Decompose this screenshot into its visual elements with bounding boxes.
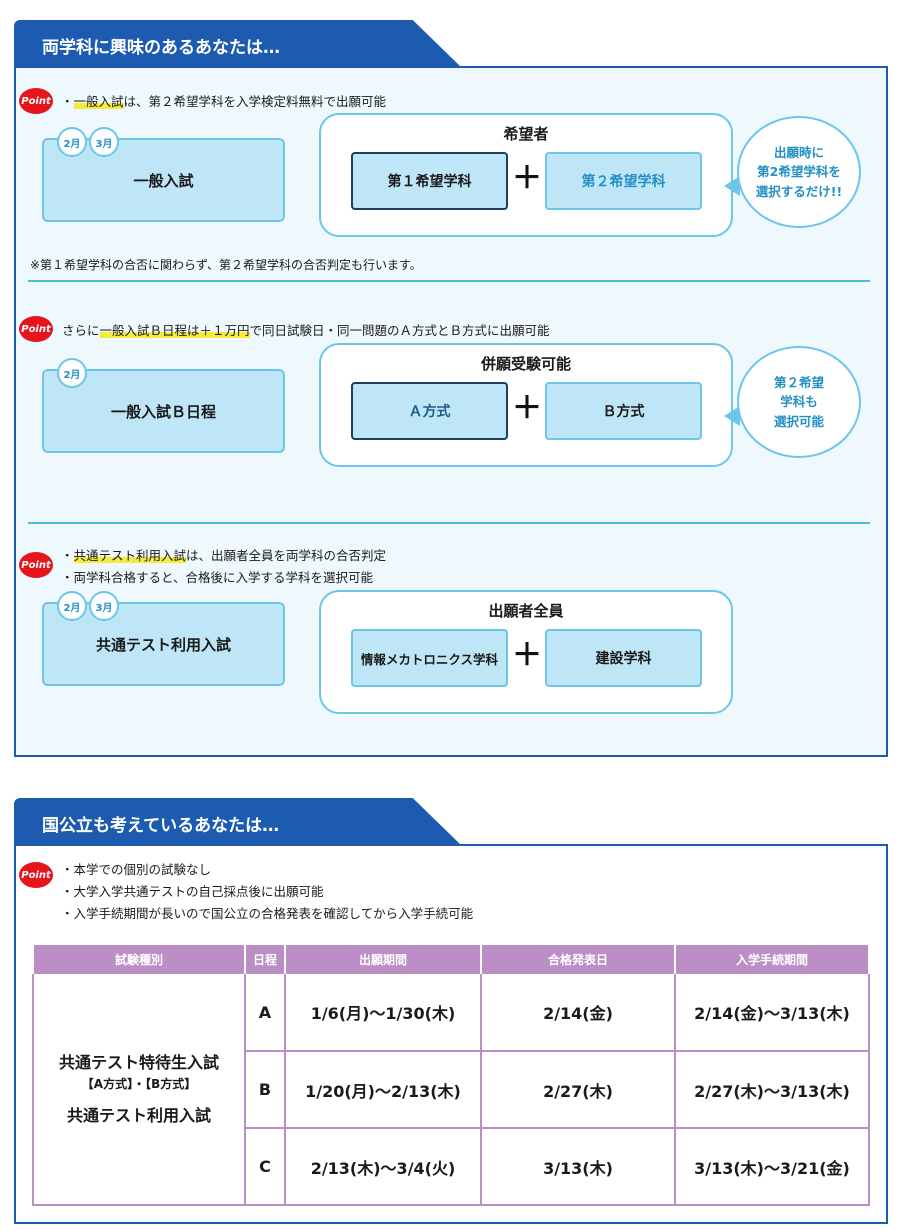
highlight-text: 一般入試Ｂ日程は＋１万円: [99, 323, 250, 338]
month-badge: 2月: [57, 127, 87, 157]
highlight-text: 共通テスト利用入試: [73, 548, 187, 563]
point-badge: Point: [19, 316, 53, 342]
result-cell: 2/14(金): [480, 974, 676, 1052]
note-text: ※第１希望学科の合否に関わらず、第２希望学科の合否判定も行います。: [30, 258, 422, 272]
header-exam-type: 試験種別: [32, 943, 246, 974]
table-header-row: 試験種別 日程 出願期間 合格発表日 入学手続期間: [32, 943, 870, 974]
point-text: ・入学手続期間が長いので国公立の合格発表を確認してから入学手続可能: [61, 906, 474, 921]
speech-bubble: 第２希望 学科も 選択可能: [737, 346, 861, 458]
group-box-applicants: 希望者 第１希望学科 ＋ 第２希望学科: [319, 113, 733, 237]
schedule-cell: C: [244, 1128, 286, 1206]
divider: [28, 280, 870, 282]
section1-title: 両学科に興味のあるあなたは…: [14, 20, 462, 68]
speech-bubble: 出願時に 第2希望学科を 選択するだけ!!: [737, 116, 861, 228]
point-text: ・一般入試は、第２希望学科を入学検定料無料で出願可能: [61, 94, 387, 109]
bubble-tail: [724, 406, 740, 426]
application-cell: 1/6(月)〜1/30(木): [284, 974, 482, 1052]
point-text: さらに一般入試Ｂ日程は＋１万円で同日試験日・同一問題のＡ方式とＢ方式に出願可能: [62, 323, 550, 338]
exam-type-cell: 共通テスト特待生入試 【A方式】・【B方式】 共通テスト利用入試: [32, 974, 246, 1206]
plus-sign: ＋: [512, 391, 542, 426]
point-text: ・大学入学共通テストの自己採点後に出願可能: [61, 884, 324, 899]
header-result-date: 合格発表日: [480, 943, 676, 974]
exam-label: 一般入試Ｂ日程: [110, 402, 216, 421]
highlight-text: 一般入試: [73, 94, 124, 109]
plus-sign: ＋: [512, 638, 542, 673]
group-title: 希望者: [503, 125, 549, 143]
group-box-all-applicants: 出願者全員 情報メカトロニクス学科 ＋ 建設学科: [319, 590, 733, 714]
result-cell: 2/27(木): [480, 1051, 676, 1129]
enrollment-cell: 3/13(木)〜3/21(金): [674, 1128, 870, 1206]
point-text: ・両学科合格すると、合格後に入学する学科を選択可能: [61, 570, 374, 585]
month-badge: 2月: [57, 358, 87, 388]
option-method-a: Ａ方式: [351, 382, 508, 440]
point-badge: Point: [19, 552, 53, 578]
group-box-combined: 併願受験可能 Ａ方式 ＋ Ｂ方式: [319, 343, 733, 467]
exam-label: 一般入試: [133, 171, 194, 190]
point-text: ・共通テスト利用入試は、出願者全員を両学科の合否判定: [61, 548, 387, 563]
option-mechatronics: 情報メカトロニクス学科: [351, 629, 508, 687]
enrollment-cell: 2/14(金)〜3/13(木): [674, 974, 870, 1052]
month-badge: 3月: [89, 591, 119, 621]
point-badge: Point: [19, 88, 53, 114]
schedule-cell: B: [244, 1051, 286, 1129]
schedule-table: 試験種別 日程 出願期間 合格発表日 入学手続期間 共通テスト特待生入試 【A方…: [32, 943, 870, 1206]
table-row: 共通テスト特待生入試 【A方式】・【B方式】 共通テスト利用入試 A 1/6(月…: [32, 974, 870, 1206]
application-cell: 2/13(木)〜3/4(火): [284, 1128, 482, 1206]
option-second-dept: 第２希望学科: [545, 152, 702, 210]
point-text: ・本学での個別の試験なし: [61, 862, 212, 877]
header-schedule: 日程: [244, 943, 286, 974]
option-method-b: Ｂ方式: [545, 382, 702, 440]
header-enrollment-period: 入学手続期間: [674, 943, 870, 974]
point-badge: Point: [19, 862, 53, 888]
table-row: C 2/13(木)〜3/4(火) 3/13(木) 3/13(木)〜3/21(金): [33, 1128, 870, 1206]
section2-title: 国公立も考えているあなたは…: [14, 798, 462, 846]
bubble-tail: [724, 176, 740, 196]
month-badge: 3月: [89, 127, 119, 157]
exam-box-common-test: 共通テスト利用入試: [42, 602, 285, 686]
result-cell: 3/13(木): [480, 1128, 676, 1206]
application-cell: 1/20(月)〜2/13(木): [284, 1051, 482, 1129]
group-title: 併願受験可能: [480, 355, 571, 373]
option-first-dept: 第１希望学科: [351, 152, 508, 210]
exam-label: 共通テスト利用入試: [95, 635, 231, 654]
header-application-period: 出願期間: [284, 943, 482, 974]
plus-sign: ＋: [512, 161, 542, 196]
group-title: 出願者全員: [488, 602, 564, 620]
month-badge: 2月: [57, 591, 87, 621]
option-construction: 建設学科: [545, 629, 702, 687]
schedule-cell: A: [244, 974, 286, 1052]
divider: [28, 522, 870, 524]
table-row: B 1/20(月)〜2/13(木) 2/27(木) 2/27(木)〜3/13(木…: [33, 1051, 870, 1129]
enrollment-cell: 2/27(木)〜3/13(木): [674, 1051, 870, 1129]
